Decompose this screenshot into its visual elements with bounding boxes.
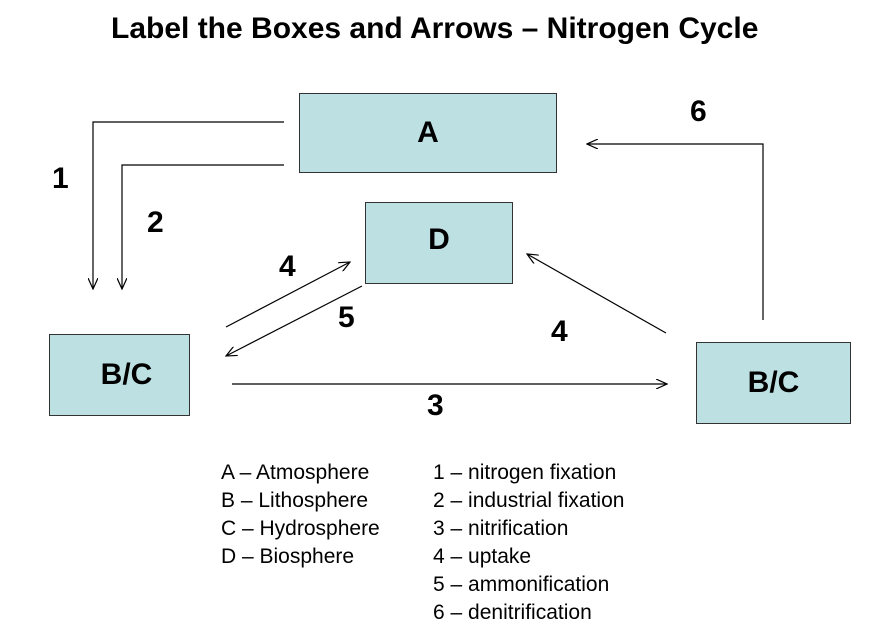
arrow-label-6: 6: [690, 95, 707, 128]
box-a-label: A: [417, 116, 439, 149]
arrow-4-right: [527, 254, 667, 334]
box-bc-left-label: B/C: [100, 358, 153, 391]
arrow-label-2: 2: [147, 206, 164, 239]
arrow-4-left: [225, 262, 350, 328]
legend-arrows: 1 – nitrogen fixation 2 – industrial fix…: [433, 459, 624, 627]
page-title: Label the Boxes and Arrows – Nitrogen Cy…: [111, 12, 759, 45]
legend-box-item: D – Biosphere: [221, 545, 355, 568]
legend-arrow-item: 4 – uptake: [433, 545, 532, 568]
arrow-2: [122, 164, 284, 289]
legend-arrow-item: 2 – industrial fixation: [433, 489, 625, 512]
legend-arrow-item: 3 – nitrification: [433, 517, 569, 540]
arrow-6: [587, 144, 764, 320]
box-bc-right: B/C: [696, 342, 851, 424]
legend-box-item: C – Hydrosphere: [221, 517, 380, 540]
arrow-label-3: 3: [427, 389, 444, 422]
arrow-5: [226, 285, 363, 356]
box-bc-left: B/C: [49, 334, 190, 416]
legend-box-item: B – Lithosphere: [221, 489, 369, 512]
arrow-label-4-right: 4: [551, 315, 568, 348]
box-a: A: [299, 93, 557, 173]
legend-boxes: A – Atmosphere B – Lithosphere C – Hydro…: [221, 459, 380, 571]
legend-arrow-item: 5 – ammonification: [433, 573, 610, 596]
box-bc-right-label: B/C: [747, 366, 800, 399]
legend-box-item: A – Atmosphere: [221, 461, 370, 484]
arrow-label-1: 1: [52, 162, 69, 195]
box-d-label: D: [428, 223, 450, 256]
box-d: D: [365, 202, 513, 284]
arrow-label-5: 5: [338, 301, 355, 334]
arrow-label-4-left: 4: [279, 250, 296, 283]
legend-arrow-item: 6 – denitrification: [433, 601, 592, 624]
legend-arrow-item: 1 – nitrogen fixation: [433, 461, 617, 484]
arrow-1: [93, 121, 284, 289]
